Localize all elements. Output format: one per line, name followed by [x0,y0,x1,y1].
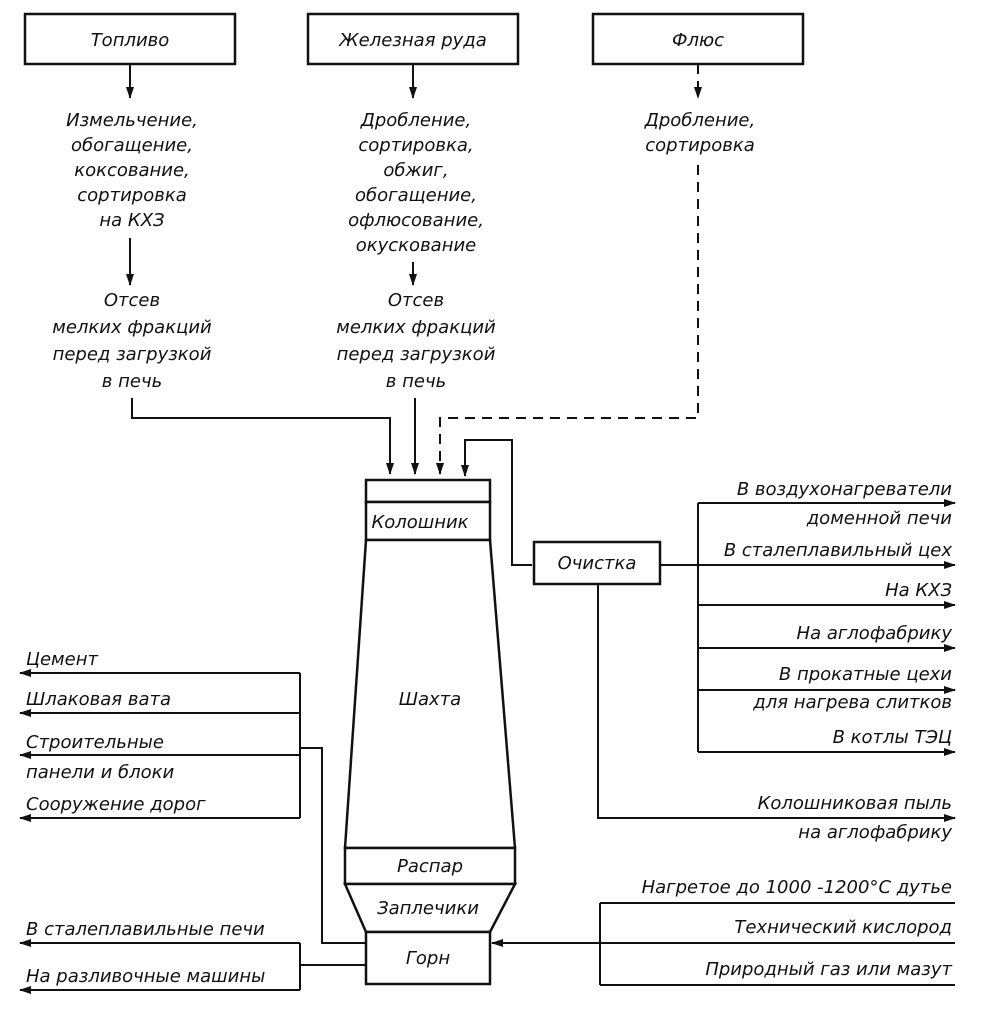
svg-text:для нагрева слитков: для нагрева слитков [752,692,952,713]
furnace-hearth-label: Горн [406,948,450,969]
svg-text:Отсев: Отсев [388,290,444,311]
svg-text:Дробление,: Дробление, [644,110,755,131]
dust-arrow [597,584,956,822]
furnace-top-section [364,500,492,542]
fuel-feed-line [131,398,394,475]
furnace-top-label: Колошник [371,512,468,533]
svg-text:Дробление,: Дробление, [360,110,471,131]
svg-text:В сталеплавильный цех: В сталеплавильный цех [724,540,953,561]
ore-processing-text: Дробление, сортировка, обжиг, обогащение… [348,110,484,256]
metal-output-labels: В сталеплавильные печи На разливочные ма… [26,919,265,987]
blast-furnace: Колошник Шахта Распар Заплечики Горн [343,478,518,986]
svg-text:В прокатные цехи: В прокатные цехи [779,664,952,685]
svg-text:сортировка,: сортировка, [358,135,473,156]
svg-text:мелких фракций: мелких фракций [52,317,212,338]
gas-output-labels: В воздухонагреватели доменной печи В ста… [724,479,953,748]
svg-text:Сооружение дорог: Сооружение дорог [26,794,206,815]
iron-ore-box: Железная руда [306,12,520,66]
svg-text:Шлаковая вата: Шлаковая вата [26,689,171,710]
svg-text:Технический кислород: Технический кислород [734,917,952,938]
svg-text:обжиг,: обжиг, [383,160,448,181]
fuel-box: Топливо [23,12,237,66]
svg-text:на КХЗ: на КХЗ [99,210,165,231]
furnace-hearth-section [364,930,492,986]
svg-text:окускование: окускование [356,235,477,256]
svg-text:На разливочные машины: На разливочные машины [26,966,265,987]
ore-screening-text: Отсев мелких фракций перед загрузкой в п… [336,290,496,392]
svg-text:Природный газ или мазут: Природный газ или мазут [705,959,952,980]
svg-text:сортировка: сортировка [77,185,186,206]
svg-text:панели и блоки: панели и блоки [26,762,174,783]
flux-feed-line [436,165,699,475]
gas-offtake-line [464,439,532,566]
fuel-processing-text: Измельчение, обогащение, коксование, сор… [66,110,198,231]
cleaning-label: Очистка [558,553,637,574]
svg-text:Цемент: Цемент [26,649,98,670]
svg-text:на аглофабрику: на аглофабрику [798,822,952,843]
furnace-bosh-label: Заплечики [377,898,479,919]
svg-text:В воздухонагреватели: В воздухонагреватели [737,479,952,500]
slag-output-labels: Цемент Шлаковая вата Строительные панели… [26,649,206,815]
flux-processing-text: Дробление, сортировка [644,110,755,156]
cleaning-box: Очистка [532,540,662,586]
flux-label: Флюс [672,30,724,51]
svg-text:Отсев: Отсев [104,290,160,311]
svg-text:обогащение,: обогащение, [71,135,193,156]
svg-text:сортировка: сортировка [645,135,754,156]
svg-text:Строительные: Строительные [26,732,164,753]
svg-text:В сталеплавильные печи: В сталеплавильные печи [26,919,265,940]
svg-text:Колошниковая пыль: Колошниковая пыль [758,793,952,814]
fuel-screening-text: Отсев мелких фракций перед загрузкой в п… [52,290,212,392]
blast-input-labels: Нагретое до 1000 -1200°С дутье Техническ… [642,877,953,980]
svg-text:На аглофабрику: На аглофабрику [797,623,953,644]
furnace-belly-section [343,846,517,886]
flux-box: Флюс [591,12,805,66]
svg-text:коксование,: коксование, [74,160,190,181]
svg-text:перед загрузкой: перед загрузкой [337,344,496,365]
svg-text:На КХЗ: На КХЗ [885,580,952,601]
svg-text:в печь: в печь [102,371,162,392]
svg-text:мелких фракций: мелких фракций [336,317,496,338]
svg-text:Измельчение,: Измельчение, [66,110,198,131]
furnace-shaft-label: Шахта [399,689,461,710]
furnace-belly-label: Распар [397,856,463,877]
fuel-label: Топливо [91,30,170,51]
svg-text:офлюсование,: офлюсование, [348,210,484,231]
svg-text:в печь: в печь [386,371,446,392]
svg-text:Нагретое до 1000 -1200°С дутье: Нагретое до 1000 -1200°С дутье [642,877,952,898]
metal-tap-line [299,943,366,966]
svg-text:В котлы ТЭЦ: В котлы ТЭЦ [833,727,952,748]
slag-tap-line [300,747,366,944]
iron-ore-label: Железная руда [338,30,487,51]
svg-text:доменной печи: доменной печи [806,508,953,529]
svg-text:перед загрузкой: перед загрузкой [53,344,212,365]
dust-label: Колошниковая пыль на аглофабрику [758,793,953,843]
svg-text:обогащение,: обогащение, [355,185,477,206]
